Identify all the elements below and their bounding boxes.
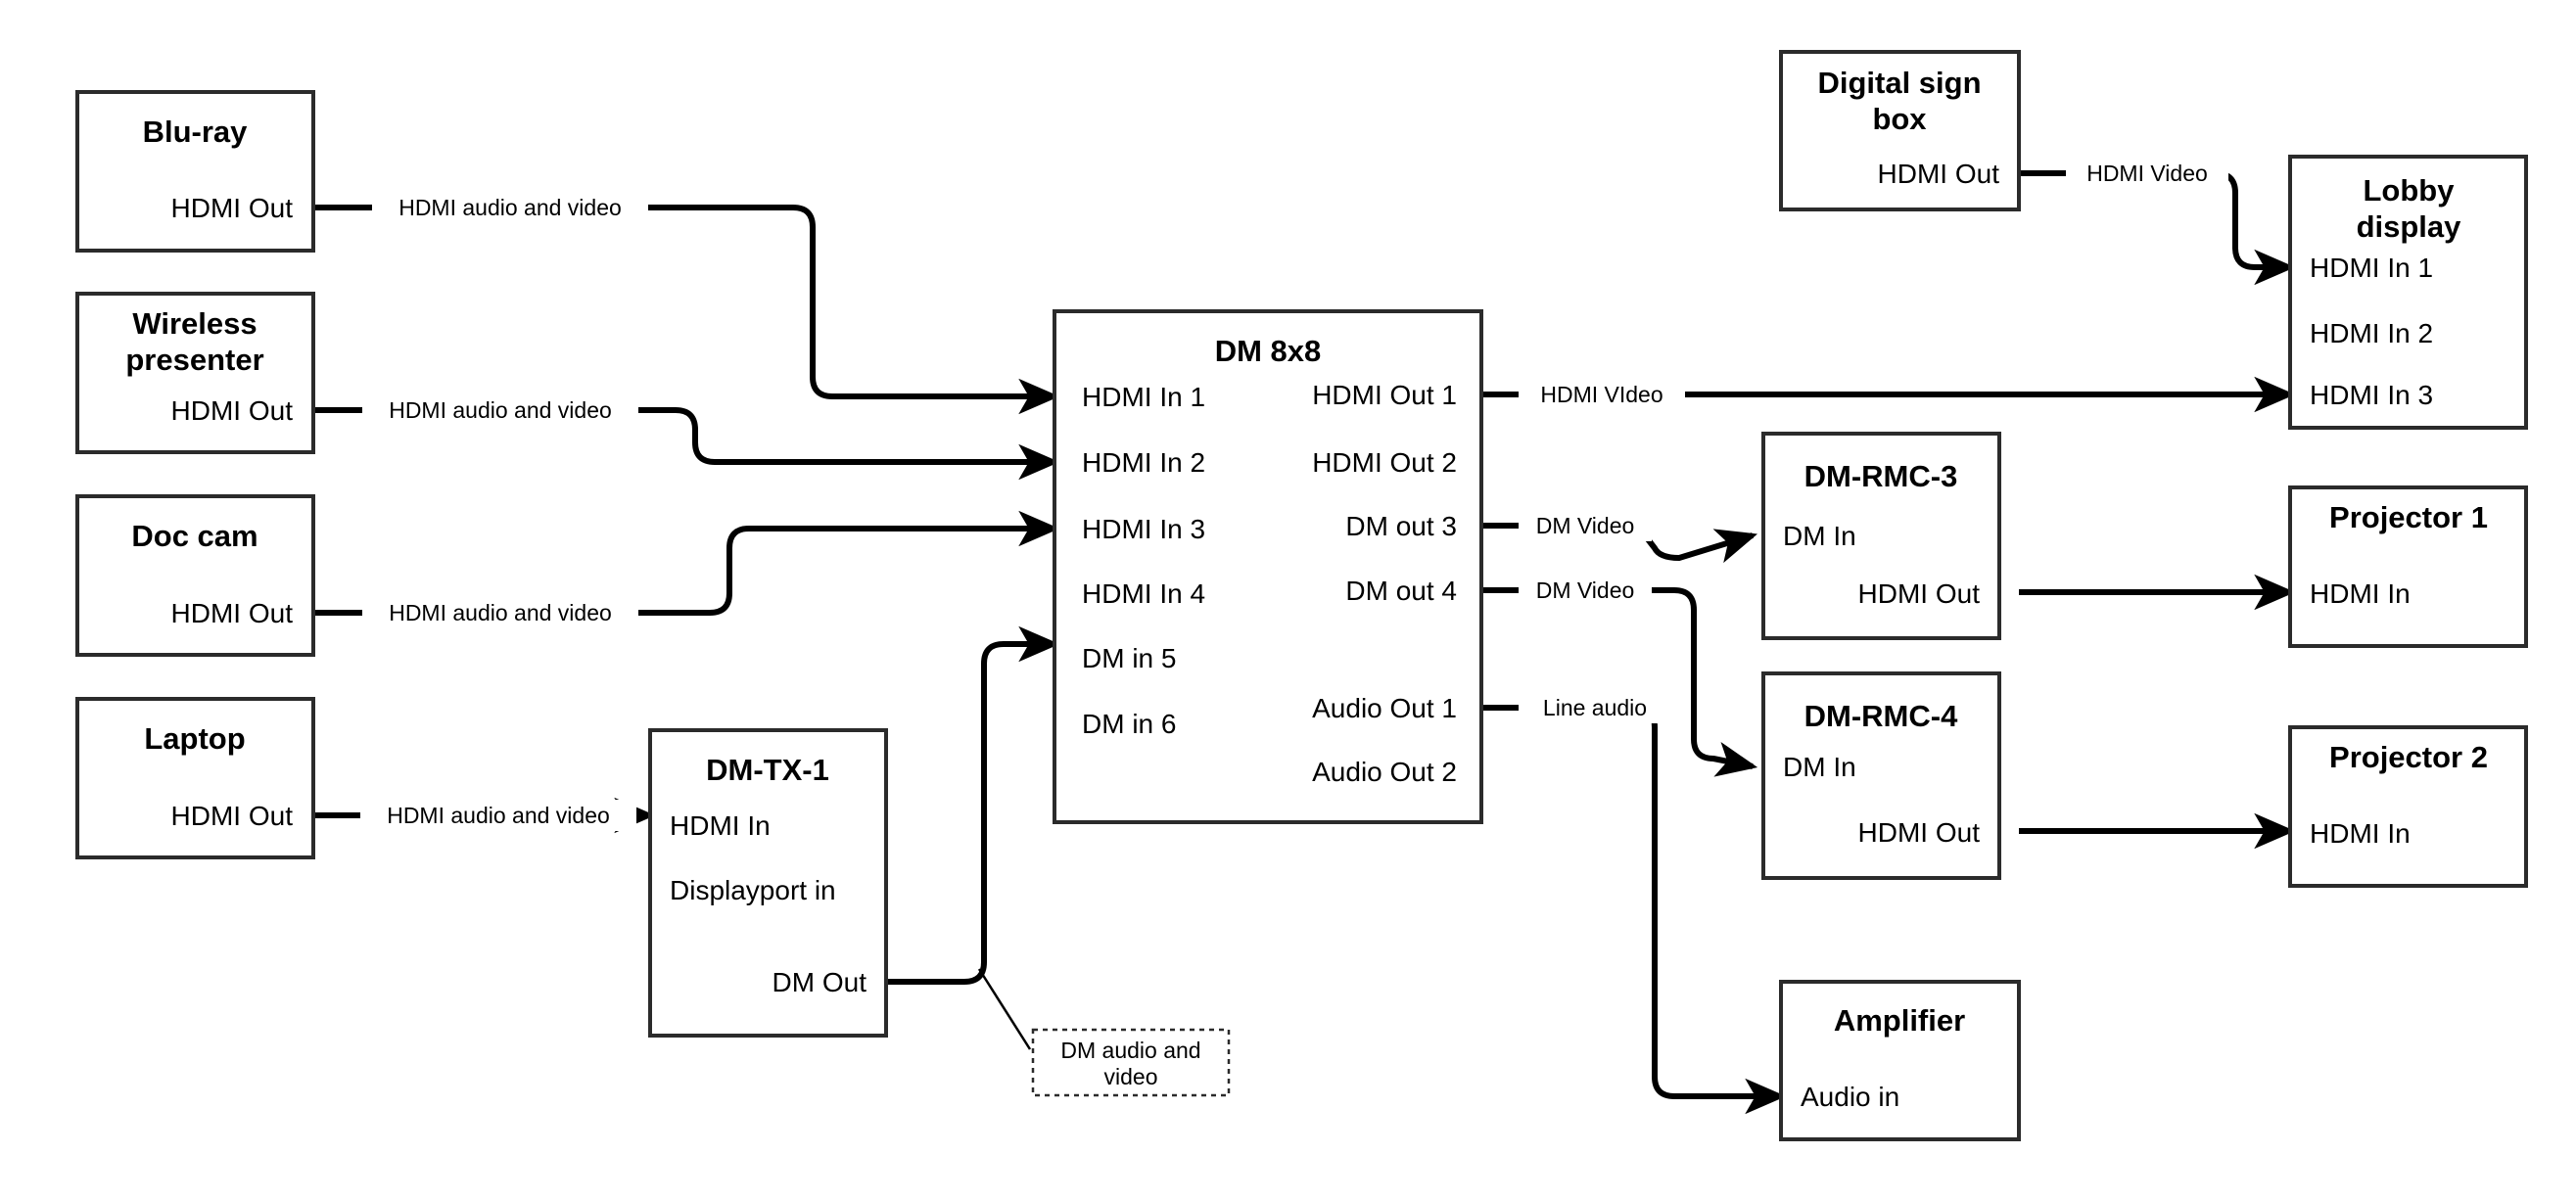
port-lobby-hdmi-in-3: HDMI In 3 xyxy=(2310,380,2433,410)
node-title-dmrmc4: DM-RMC-4 xyxy=(1804,699,1958,733)
port-dmrmc3-hdmi-out: HDMI Out xyxy=(1858,578,1981,609)
port-dmtx1-hdmi-in: HDMI In xyxy=(670,810,771,841)
node-amplifier[interactable]: Amplifier Audio in xyxy=(1779,980,2021,1141)
node-title-projector1: Projector 1 xyxy=(2329,500,2488,534)
wire-dmtx1-to-dm8x8 xyxy=(886,625,1060,985)
port-projector2-hdmi-in: HDMI In xyxy=(2310,818,2411,849)
node-title-dmtx1: DM-TX-1 xyxy=(706,753,829,787)
node-projector-2[interactable]: Projector 2 HDMI In xyxy=(2288,725,2528,888)
port-dm8x8-dm-in-5: DM in 5 xyxy=(1082,643,1176,673)
port-dm8x8-dm-out-3: DM out 3 xyxy=(1345,511,1457,541)
node-dm-rmc-4[interactable]: DM-RMC-4 DM In HDMI Out xyxy=(1761,671,2001,880)
edge-label-dm-to-amp: Line audio xyxy=(1543,695,1647,720)
edge-label-dm-to-rmc3: DM Video xyxy=(1536,513,1635,538)
port-wireless-hdmi-out: HDMI Out xyxy=(171,395,294,426)
node-title-laptop: Laptop xyxy=(144,721,245,756)
node-title-wireless-line2: presenter xyxy=(125,343,263,377)
port-dm8x8-dm-in-6: DM in 6 xyxy=(1082,709,1176,739)
port-dmtx1-dm-out: DM Out xyxy=(773,967,867,997)
port-dmrmc4-hdmi-out: HDMI Out xyxy=(1858,817,1981,848)
wire-doccam-to-dm8x8 xyxy=(313,510,1060,616)
node-title-projector2: Projector 2 xyxy=(2329,740,2488,774)
edge-label-bluray: HDMI audio and video xyxy=(398,195,622,220)
port-amplifier-audio-in: Audio in xyxy=(1801,1082,1899,1112)
note-dm-audio-and-video: DM audio and video xyxy=(1031,1028,1231,1097)
port-dm8x8-hdmi-in-3: HDMI In 3 xyxy=(1082,514,1205,544)
port-dmrmc4-dm-in: DM In xyxy=(1783,752,1856,782)
note-line-2: video xyxy=(1104,1064,1158,1089)
port-dm8x8-dm-out-4: DM out 4 xyxy=(1345,576,1457,606)
port-dm8x8-hdmi-out-1: HDMI Out 1 xyxy=(1312,380,1457,410)
port-lobby-hdmi-in-2: HDMI In 2 xyxy=(2310,318,2433,348)
node-title-lobby-line2: display xyxy=(2357,209,2462,244)
edge-label-wireless: HDMI audio and video xyxy=(389,397,612,423)
node-title-dmrmc3: DM-RMC-3 xyxy=(1804,459,1958,493)
port-dmrmc3-dm-in: DM In xyxy=(1783,521,1856,551)
note-leader-line xyxy=(977,968,1032,1050)
port-dm8x8-audio-out-1: Audio Out 1 xyxy=(1312,693,1457,723)
wire-wireless-to-dm8x8 xyxy=(313,407,1060,481)
port-doccam-hdmi-out: HDMI Out xyxy=(171,598,294,628)
edge-label-laptop: HDMI audio and video xyxy=(387,803,610,828)
node-title-doccam: Doc cam xyxy=(131,519,258,553)
node-title-bluray: Blu-ray xyxy=(143,115,249,149)
port-bluray-hdmi-out: HDMI Out xyxy=(171,193,294,223)
port-sign-hdmi-out: HDMI Out xyxy=(1878,159,2000,189)
port-dmtx1-displayport-in: Displayport in xyxy=(670,875,836,905)
port-dm8x8-hdmi-in-2: HDMI In 2 xyxy=(1082,447,1205,478)
node-laptop[interactable]: Laptop HDMI Out xyxy=(75,697,315,859)
node-wireless-presenter[interactable]: Wireless presenter HDMI Out xyxy=(75,292,315,454)
port-dm8x8-hdmi-in-4: HDMI In 4 xyxy=(1082,578,1205,609)
note-line-1: DM audio and xyxy=(1060,1038,1200,1063)
port-dm8x8-hdmi-in-1: HDMI In 1 xyxy=(1082,382,1205,412)
port-dm8x8-hdmi-out-2: HDMI Out 2 xyxy=(1312,447,1457,478)
node-digital-sign-box[interactable]: Digital sign box HDMI Out xyxy=(1779,50,2021,211)
edge-label-dm-to-rmc4: DM Video xyxy=(1536,577,1635,603)
node-title-dm8x8: DM 8x8 xyxy=(1215,334,1322,368)
node-title-sign-line1: Digital sign xyxy=(1817,66,1981,100)
port-dm8x8-audio-out-2: Audio Out 2 xyxy=(1312,757,1457,787)
edge-label-sign-to-lobby: HDMI Video xyxy=(2086,161,2208,186)
edge-label-doccam: HDMI audio and video xyxy=(389,600,612,625)
node-dm-rmc-3[interactable]: DM-RMC-3 DM In HDMI Out xyxy=(1761,432,2001,640)
node-lobby-display[interactable]: Lobby display HDMI In 1 HDMI In 2 HDMI I… xyxy=(2288,155,2528,430)
port-lobby-hdmi-in-1: HDMI In 1 xyxy=(2310,253,2433,283)
node-title-amplifier: Amplifier xyxy=(1834,1003,1965,1038)
port-laptop-hdmi-out: HDMI Out xyxy=(171,801,294,831)
node-title-lobby-line1: Lobby xyxy=(2364,173,2456,208)
node-dm-tx-1[interactable]: DM-TX-1 HDMI In Displayport in DM Out xyxy=(648,728,888,1038)
node-doc-cam[interactable]: Doc cam HDMI Out xyxy=(75,494,315,657)
edge-label-dm-to-lobby3: HDMI VIdeo xyxy=(1540,382,1663,407)
node-bluray[interactable]: Blu-ray HDMI Out xyxy=(75,90,315,253)
node-dm-8x8[interactable]: DM 8x8 HDMI In 1 HDMI In 2 HDMI In 3 HDM… xyxy=(1053,309,1483,824)
wire-bluray-to-dm8x8 xyxy=(313,205,1060,415)
node-title-wireless-line1: Wireless xyxy=(132,306,257,341)
node-title-sign-line2: box xyxy=(1872,102,1927,136)
node-projector-1[interactable]: Projector 1 HDMI In xyxy=(2288,485,2528,648)
wire-dm8x8-to-dmrmc4 xyxy=(1481,587,1758,777)
port-projector1-hdmi-in: HDMI In xyxy=(2310,578,2411,609)
edge-labels: HDMI audio and video HDMI audio and vide… xyxy=(360,158,2228,831)
